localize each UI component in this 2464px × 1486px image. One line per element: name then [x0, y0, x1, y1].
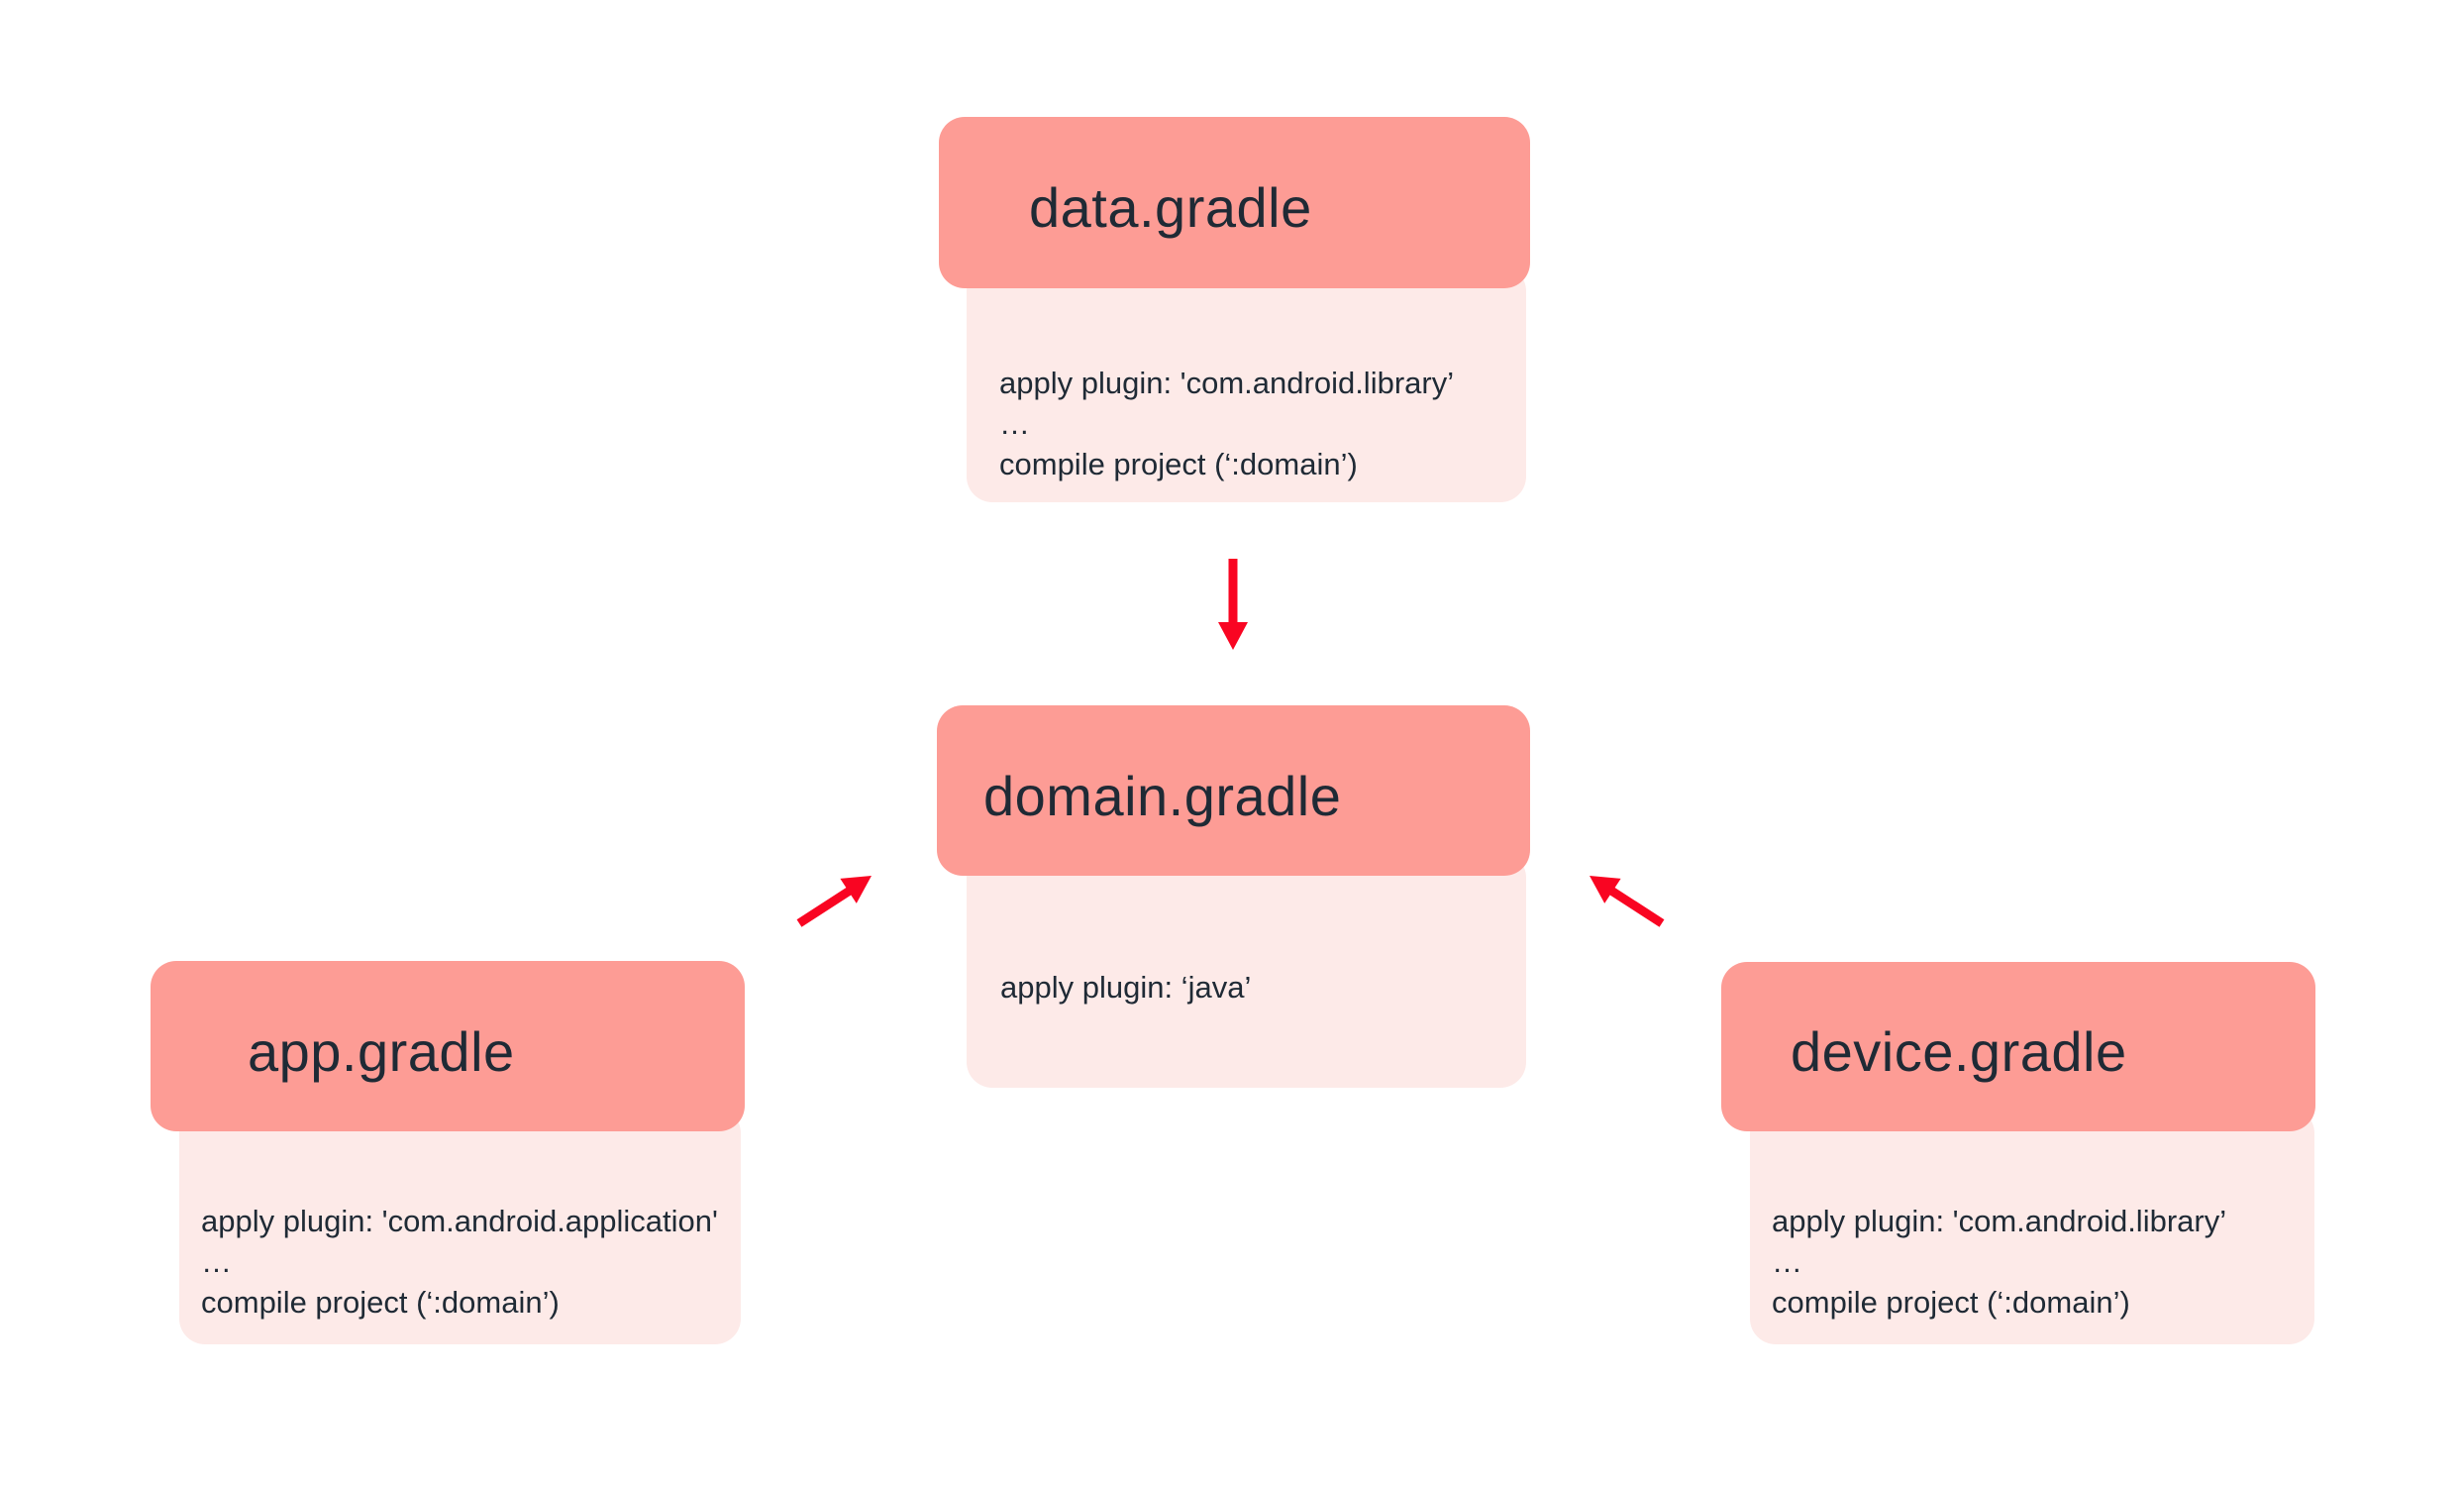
arrow-data-to-domain [1218, 559, 1248, 650]
node-header: device.gradle [1721, 962, 2315, 1131]
node-header: domain.gradle [937, 705, 1530, 876]
node-header: data.gradle [939, 117, 1530, 288]
code-line: compile project (‘:domain’) [201, 1285, 560, 1320]
node-body: apply plugin: 'com.android.library’ … co… [1750, 1108, 2314, 1344]
node-title: device.gradle [1791, 1020, 2127, 1083]
arrow-device-to-domain [1590, 876, 1665, 927]
code-line-ellipsis: … [1772, 1244, 1802, 1279]
code-line: compile project (‘:domain’) [1772, 1285, 2130, 1320]
code-line: apply plugin: 'com.android.library’ [999, 366, 1455, 400]
arrow-app-to-domain [796, 876, 872, 927]
code-line-ellipsis: … [999, 406, 1030, 441]
code-line: apply plugin: 'com.android.library’ [1772, 1204, 2227, 1238]
node-body: apply plugin: ‘java’ [967, 852, 1526, 1088]
node-header: app.gradle [151, 961, 745, 1131]
code-line: apply plugin: 'com.android.application' [201, 1204, 718, 1238]
node-title: data.gradle [1029, 176, 1312, 239]
node-title: app.gradle [248, 1019, 515, 1083]
code-line-ellipsis: … [201, 1244, 232, 1279]
node-body: apply plugin: 'com.android.library’ … co… [967, 265, 1526, 502]
code-line: compile project (‘:domain’) [999, 447, 1358, 481]
code-line: apply plugin: ‘java’ [1000, 970, 1252, 1005]
node-body: apply plugin: 'com.android.application' … [179, 1108, 741, 1344]
node-title: domain.gradle [983, 764, 1342, 827]
